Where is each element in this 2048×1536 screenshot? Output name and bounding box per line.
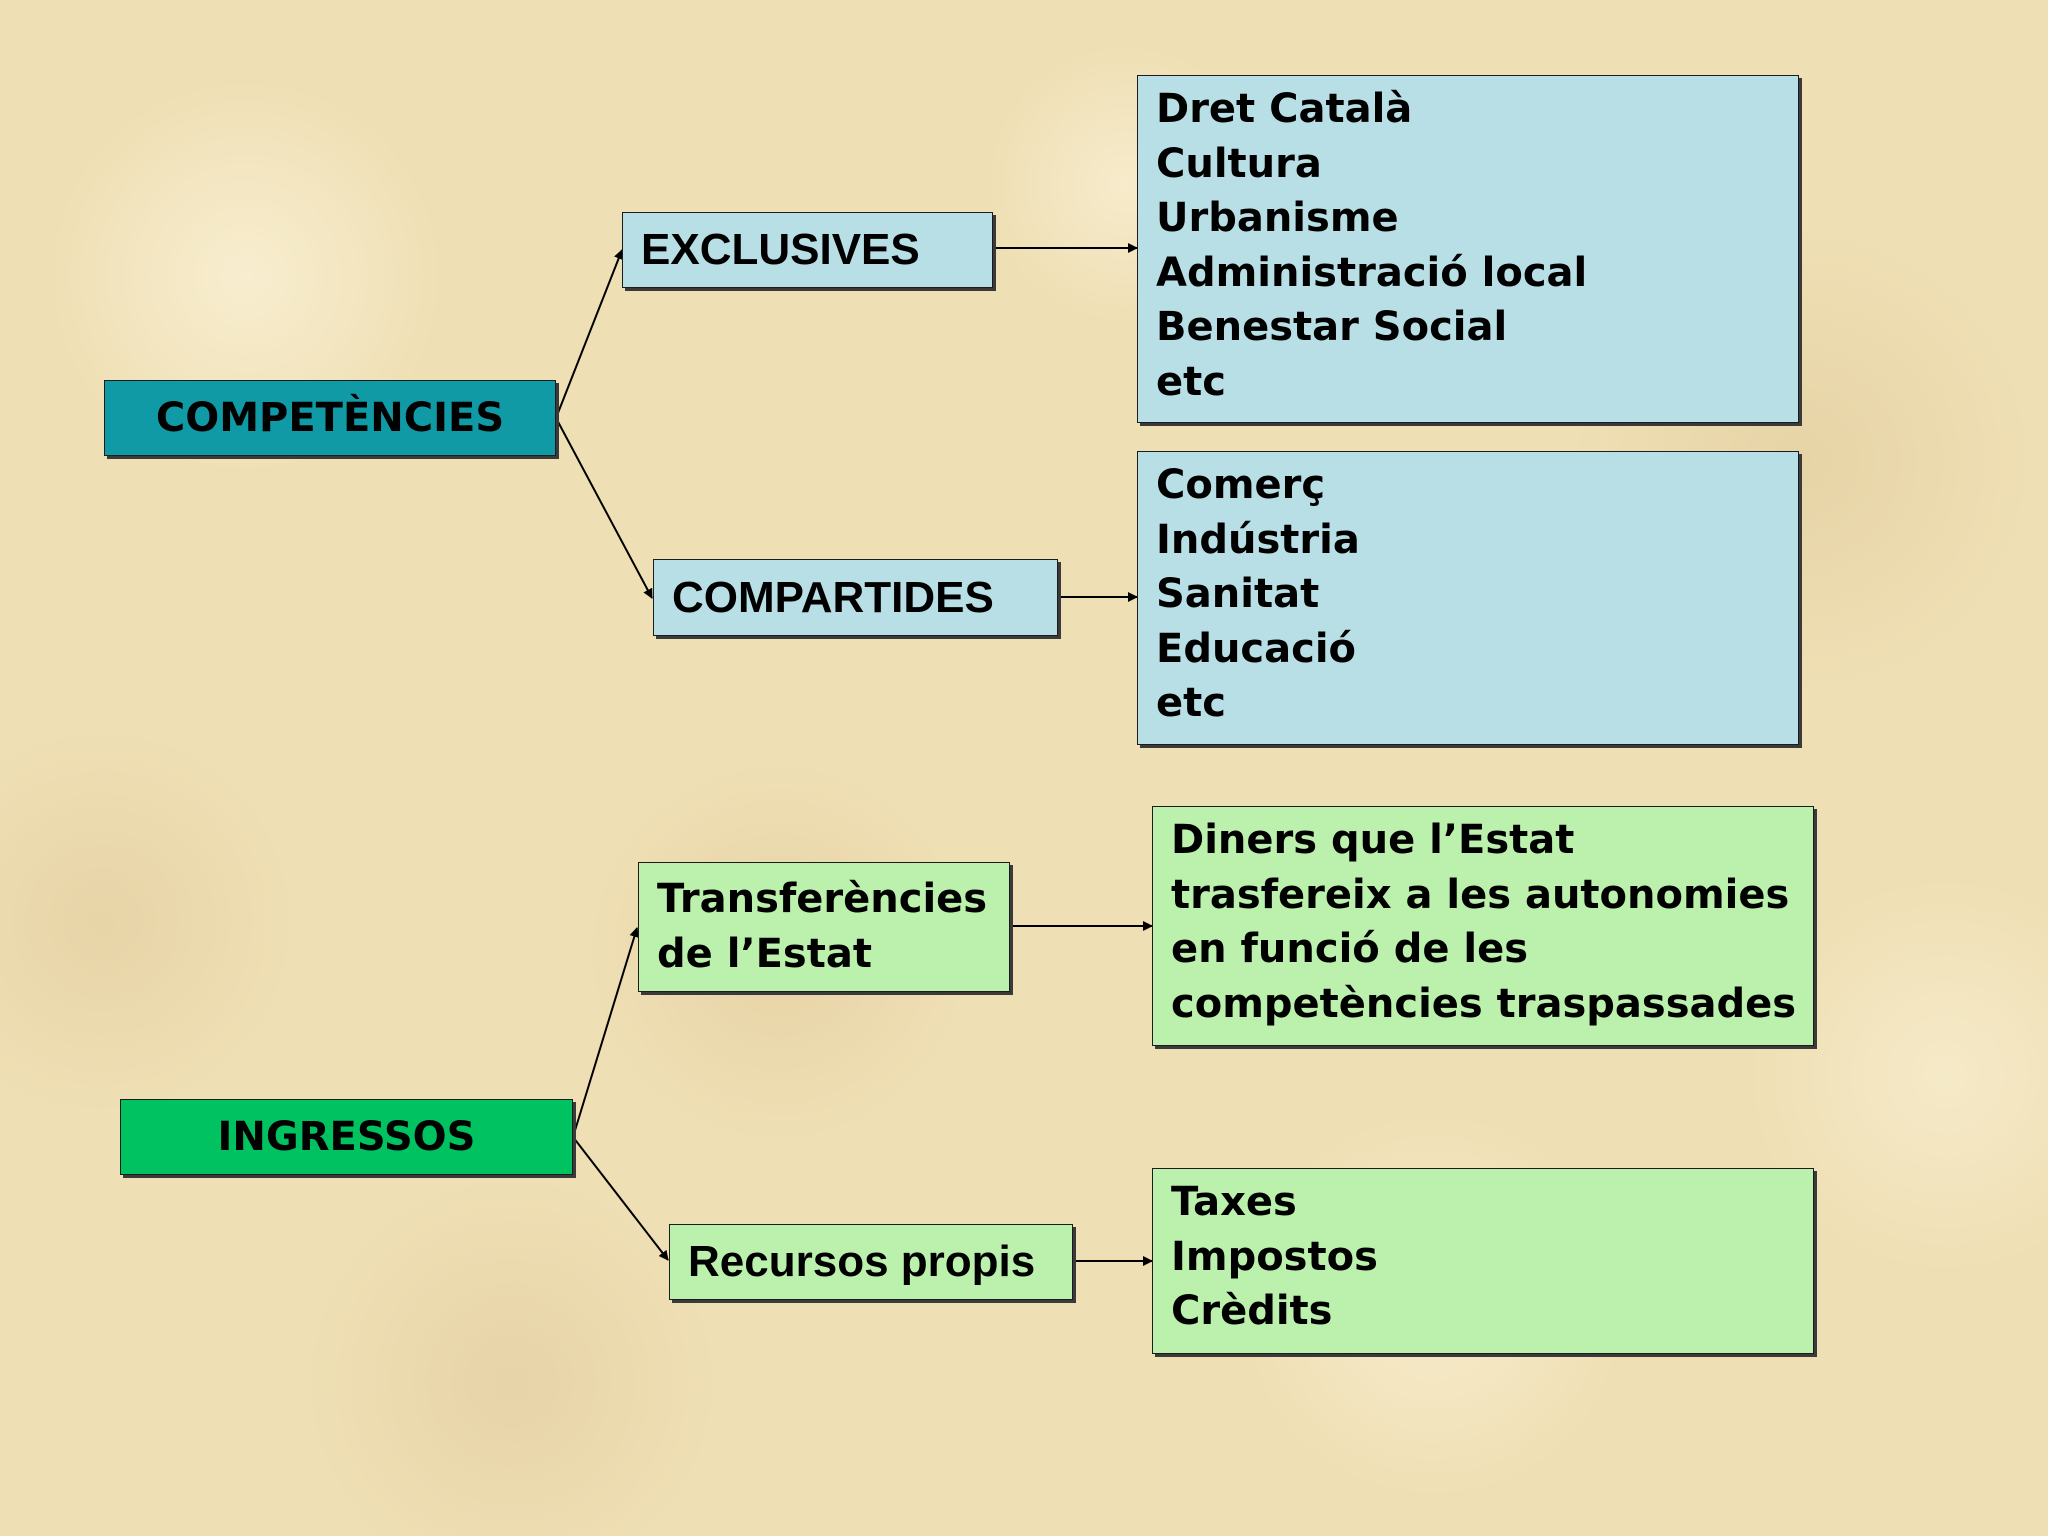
list-item: etc <box>1156 680 1226 726</box>
list-item: Crèdits <box>1171 1288 1333 1334</box>
transfers-node: Transferències de l’Estat <box>638 862 1010 992</box>
shared-competencies-list: Comerç Indústria Sanitat Educació etc <box>1137 451 1799 745</box>
transfers-label-line: de l’Estat <box>657 931 872 977</box>
income-root-label: INGRESSOS <box>217 1114 476 1160</box>
description-line: trasfereix a les autonomies <box>1171 871 1790 918</box>
exclusive-competencies-label: EXCLUSIVES <box>641 225 920 274</box>
list-item: etc <box>1156 358 1226 405</box>
arrow-income-to-own-resources <box>572 1136 669 1261</box>
list-item: Comerç <box>1156 462 1326 508</box>
exclusive-competencies-node: EXCLUSIVES <box>622 212 993 288</box>
description-line: en funció de les <box>1171 926 1529 972</box>
list-item: Impostos <box>1171 1233 1378 1280</box>
list-item: Indústria <box>1156 516 1360 563</box>
shared-competencies-label: COMPARTIDES <box>672 572 994 622</box>
list-item: Urbanisme <box>1156 195 1399 241</box>
own-resources-node: Recursos propis <box>669 1224 1073 1300</box>
list-item: Administració local <box>1156 249 1588 296</box>
list-item: Sanitat <box>1156 571 1320 617</box>
competencies-root-node: COMPETÈNCIES <box>104 380 556 456</box>
arrow-competencies-to-exclusives <box>555 249 624 419</box>
list-item: Educació <box>1156 625 1357 672</box>
own-resources-list: Taxes Impostos Crèdits <box>1152 1168 1814 1354</box>
competencies-root-label: COMPETÈNCIES <box>155 395 505 441</box>
description-line: Diners que l’Estat <box>1171 817 1575 863</box>
list-item: Dret Català <box>1156 86 1413 132</box>
arrow-income-to-transfers <box>572 927 640 1138</box>
shared-competencies-node: COMPARTIDES <box>653 559 1058 636</box>
list-item: Taxes <box>1171 1179 1297 1225</box>
list-item: Cultura <box>1156 140 1322 187</box>
own-resources-label: Recursos propis <box>688 1237 1036 1286</box>
income-root-node: INGRESSOS <box>120 1099 573 1175</box>
exclusive-competencies-list: Dret Català Cultura Urbanisme Administra… <box>1137 75 1799 423</box>
transfers-description: Diners que l’Estat trasfereix a les auto… <box>1152 806 1814 1046</box>
list-item: Benestar Social <box>1156 304 1508 350</box>
description-line: competències traspassades <box>1171 980 1797 1027</box>
transfers-label-line: Transferències <box>657 876 988 922</box>
arrow-competencies-to-shared <box>555 417 653 599</box>
